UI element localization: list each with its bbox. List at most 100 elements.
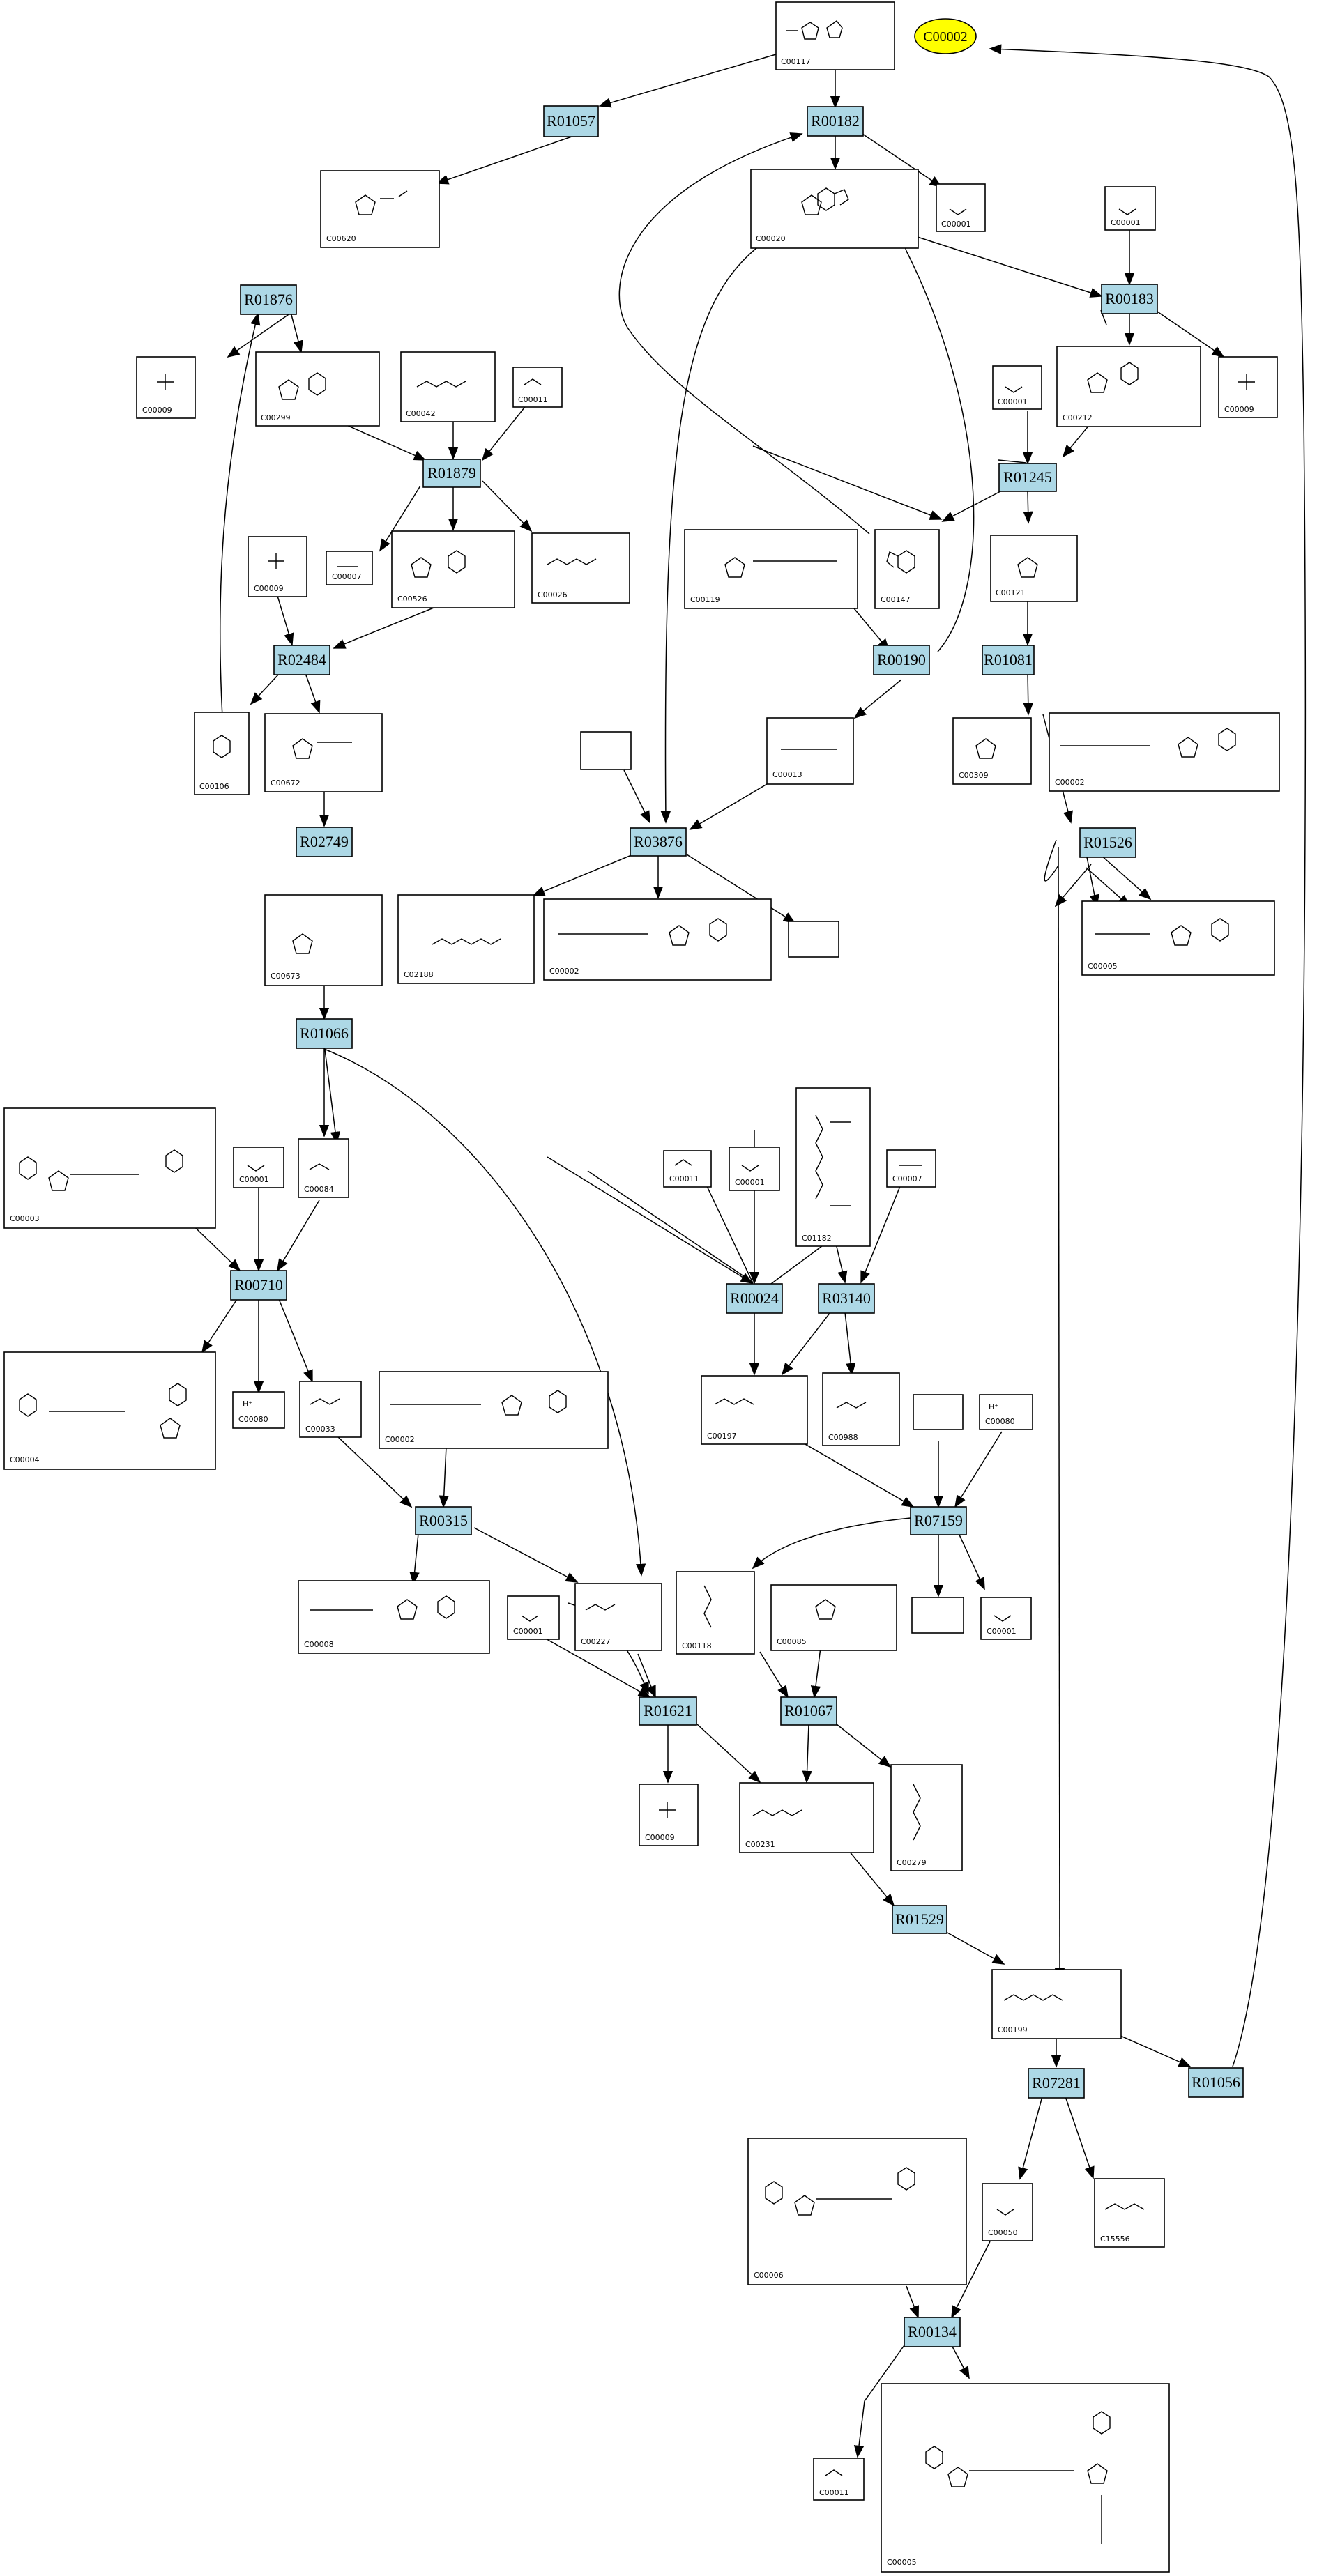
svg-text:C00620: C00620 xyxy=(326,234,356,243)
reaction-r01879[interactable]: R01879 xyxy=(422,459,481,488)
reaction-r03140[interactable]: R03140 xyxy=(818,1283,875,1314)
compound-c00121[interactable]: C00121 xyxy=(990,535,1078,602)
reaction-r00315[interactable]: R00315 xyxy=(415,1506,472,1535)
compound-c00001-e[interactable]: C00001 xyxy=(729,1147,780,1191)
compound-c00117[interactable]: C00117 xyxy=(775,1,895,70)
reaction-r00024[interactable]: R00024 xyxy=(726,1283,783,1314)
reaction-r01529[interactable]: R01529 xyxy=(892,1905,947,1934)
compound-c00084[interactable]: C00084 xyxy=(298,1138,349,1198)
reaction-r01066[interactable]: R01066 xyxy=(296,1018,353,1049)
compound-c00001-d[interactable]: C00001 xyxy=(233,1147,284,1188)
compound-c01182[interactable]: C01182 xyxy=(795,1087,871,1247)
compound-c00309[interactable]: C00309 xyxy=(952,717,1032,785)
compound-c00009-a[interactable]: C00009 xyxy=(136,356,196,419)
reaction-r02484[interactable]: R02484 xyxy=(273,645,330,675)
compound-c00050[interactable]: C00050 xyxy=(982,2183,1033,2241)
compound-c00007-a[interactable]: C00007 xyxy=(326,551,373,585)
compound-c00005[interactable]: C00005 xyxy=(1081,900,1275,976)
svg-text:R01876: R01876 xyxy=(244,291,293,308)
compound-c00080-b[interactable]: H⁺ C00080 xyxy=(979,1394,1033,1430)
reaction-nodes: R01057 R00182 R01876 R00183 R01879 R0124… xyxy=(230,105,1244,2347)
compound-c00199[interactable]: C00199 xyxy=(991,1969,1122,2039)
compound-c00009-d[interactable]: C00009 xyxy=(639,1784,699,1846)
compound-c00197[interactable]: C00197 xyxy=(701,1375,808,1445)
compound-c00001-b[interactable]: C00001 xyxy=(1104,186,1156,231)
reaction-r07281[interactable]: R07281 xyxy=(1028,2068,1085,2099)
compound-c00085[interactable]: C00085 xyxy=(770,1584,897,1651)
compound-c00672[interactable]: C00672 xyxy=(264,713,383,792)
reaction-r00710[interactable]: R00710 xyxy=(230,1270,287,1301)
compound-c00033[interactable]: C00033 xyxy=(299,1381,362,1438)
compound-c00026[interactable]: C00026 xyxy=(531,532,630,604)
svg-text:R02749: R02749 xyxy=(300,833,349,850)
compound-c15556[interactable]: C15556 xyxy=(1094,2178,1165,2248)
highlight-compound-c00002[interactable]: C00002 xyxy=(914,18,977,54)
reaction-r01056[interactable]: R01056 xyxy=(1188,2067,1244,2098)
reaction-r01245[interactable]: R01245 xyxy=(998,463,1057,492)
svg-text:R01056: R01056 xyxy=(1192,2073,1240,2091)
svg-text:C00002: C00002 xyxy=(923,29,967,45)
compound-c00042[interactable]: C00042 xyxy=(400,351,496,422)
compound-c00001-g[interactable]: C00001 xyxy=(980,1597,1032,1640)
svg-text:C01182: C01182 xyxy=(802,1234,832,1243)
compound-c00005-b[interactable]: C00005 xyxy=(881,2383,1170,2573)
compound-c00011-a[interactable]: C00011 xyxy=(512,367,563,408)
svg-text:C00672: C00672 xyxy=(271,779,300,788)
reaction-r03876[interactable]: R03876 xyxy=(630,827,687,857)
compound-c00002-c[interactable]: C00002 xyxy=(379,1371,609,1449)
compound-unlabeled-d[interactable] xyxy=(911,1597,964,1634)
compound-c02188[interactable]: C02188 xyxy=(397,894,535,984)
compound-c00009-b[interactable]: C00009 xyxy=(1218,356,1278,418)
compound-c00106[interactable]: C00106 xyxy=(194,712,250,795)
compound-c00231[interactable]: C00231 xyxy=(739,1782,874,1853)
compound-c00080-a[interactable]: H⁺ C00080 xyxy=(232,1391,285,1429)
compound-c00526[interactable]: C00526 xyxy=(391,530,515,608)
compound-c00020[interactable]: C00020 xyxy=(750,169,919,249)
compound-c00119[interactable]: C00119 xyxy=(684,529,858,609)
reaction-r00183[interactable]: R00183 xyxy=(1101,284,1158,314)
compound-c00009-c[interactable]: C00009 xyxy=(248,536,307,597)
compound-unlabeled-c[interactable] xyxy=(913,1394,964,1430)
reaction-r02749[interactable]: R02749 xyxy=(296,827,353,857)
compound-unlabeled-b[interactable] xyxy=(788,921,839,958)
svg-text:C00001: C00001 xyxy=(239,1175,269,1184)
compound-c00011-c[interactable]: C00011 xyxy=(813,2458,865,2501)
compound-unlabeled-a[interactable] xyxy=(580,731,632,770)
compound-c00673[interactable]: C00673 xyxy=(264,894,383,986)
reaction-r01526[interactable]: R01526 xyxy=(1079,827,1136,858)
reaction-r01067[interactable]: R01067 xyxy=(780,1696,837,1726)
reaction-r07159[interactable]: R07159 xyxy=(910,1506,967,1535)
compound-c00001-c[interactable]: C00001 xyxy=(992,365,1042,410)
svg-text:C02188: C02188 xyxy=(404,970,434,979)
svg-text:C00147: C00147 xyxy=(881,595,911,604)
compound-c00118[interactable]: C00118 xyxy=(676,1571,755,1655)
compound-c00002-b[interactable]: C00002 xyxy=(543,898,772,981)
reaction-r00134[interactable]: R00134 xyxy=(904,2317,961,2347)
compound-c00227[interactable]: C00227 xyxy=(574,1583,662,1651)
compound-c00011-b[interactable]: C00011 xyxy=(663,1150,712,1188)
svg-text:C00084: C00084 xyxy=(304,1185,334,1194)
compound-c00147[interactable]: C00147 xyxy=(874,529,940,609)
compound-c00001-f[interactable]: C00001 xyxy=(507,1595,560,1640)
compound-c00620[interactable]: C00620 xyxy=(320,170,440,248)
reaction-r00182[interactable]: R00182 xyxy=(807,106,864,137)
compound-c00008[interactable]: C00008 xyxy=(298,1580,490,1654)
compound-c00002-a[interactable]: C00002 xyxy=(1049,712,1280,792)
reaction-r00190[interactable]: R00190 xyxy=(873,645,930,675)
compound-c00006[interactable]: C00006 xyxy=(747,2138,967,2285)
compound-c00299[interactable]: C00299 xyxy=(255,351,380,427)
compound-c00279[interactable]: C00279 xyxy=(890,1764,963,1871)
reaction-r01081[interactable]: R01081 xyxy=(982,645,1035,675)
compound-c00212[interactable]: C00212 xyxy=(1056,346,1201,427)
reaction-r01621[interactable]: R01621 xyxy=(639,1696,697,1726)
svg-text:C00007: C00007 xyxy=(892,1174,922,1183)
reaction-r01876[interactable]: R01876 xyxy=(240,284,297,315)
reaction-r01057[interactable]: R01057 xyxy=(543,105,599,137)
svg-text:C00001: C00001 xyxy=(987,1627,1017,1636)
compound-c00988[interactable]: C00988 xyxy=(822,1372,900,1446)
compound-c00001-a[interactable]: C00001 xyxy=(936,183,986,232)
compound-c00013[interactable]: C00013 xyxy=(766,717,854,785)
compound-c00003[interactable]: C00003 xyxy=(3,1107,216,1229)
compound-c00004[interactable]: C00004 xyxy=(3,1351,216,1470)
compound-c00007-b[interactable]: C00007 xyxy=(886,1149,936,1188)
